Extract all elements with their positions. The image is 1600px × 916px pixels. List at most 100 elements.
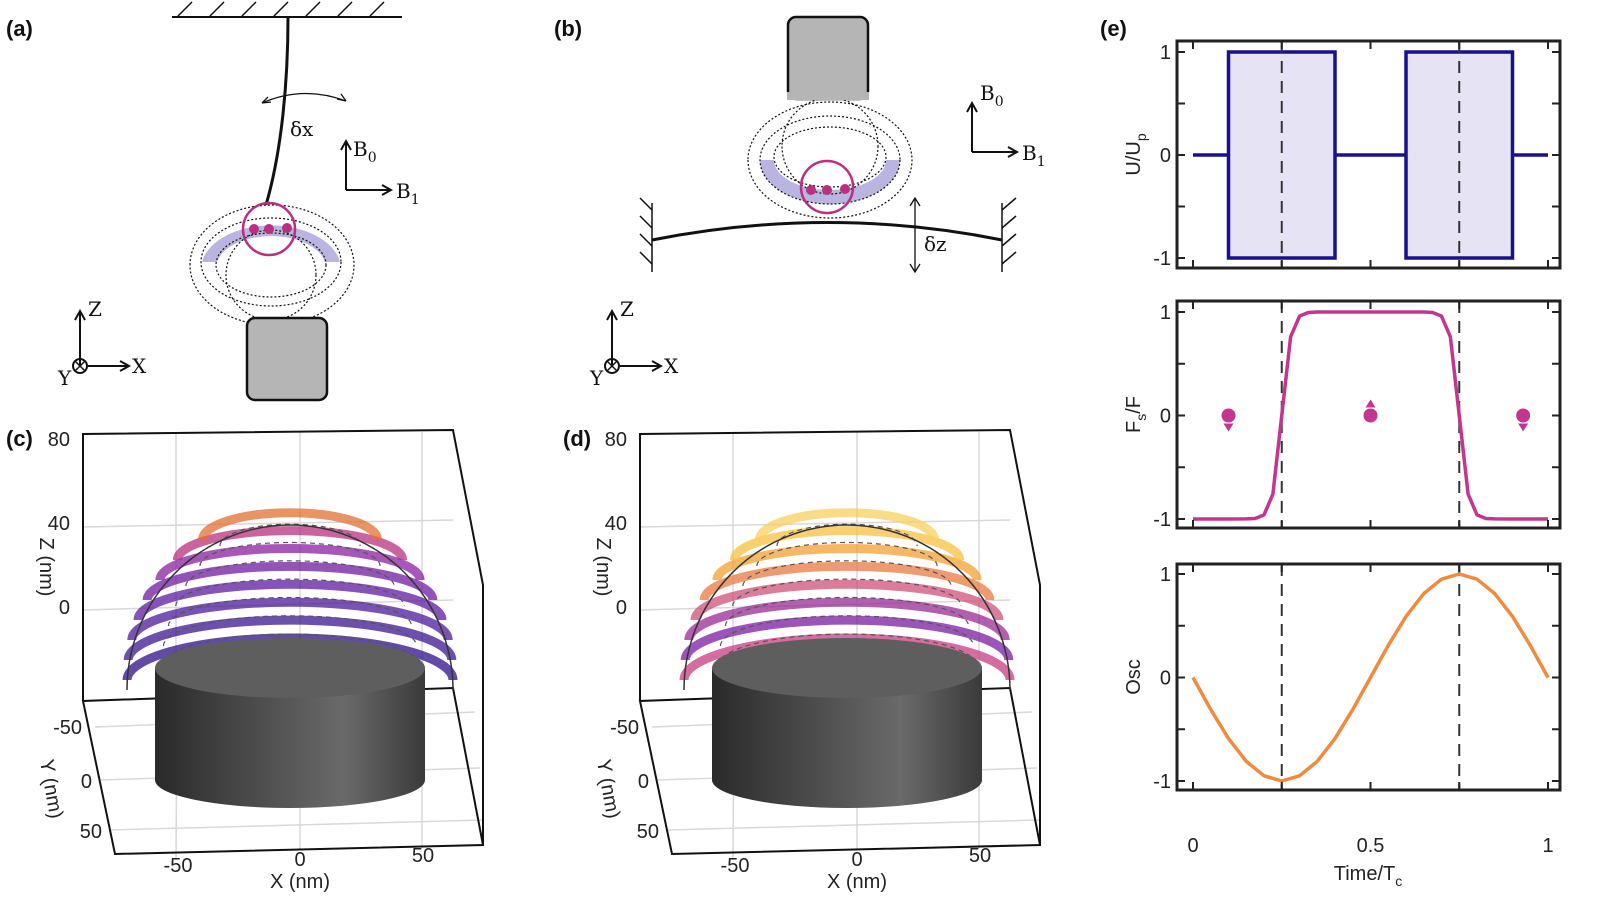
y-tick-label: 1 [1160,564,1171,586]
y-tick: 50 [637,821,659,843]
plot-frame [1175,562,1562,792]
grid-line [639,519,1011,528]
x-axis-label: Time/Tc [1334,863,1402,889]
dashed-contour [162,615,418,647]
subplot-1: 1 0 -1 U/Up [1123,39,1562,270]
x-tick-label: 0 [1187,835,1198,857]
x-axis-label: X (nm) [827,871,887,893]
dome-outline [126,524,454,691]
dashed-contour [159,633,421,667]
resonance-ring [729,526,965,561]
dashed-contour [724,596,970,627]
resonance-ring [684,597,1010,641]
series-line [1193,310,1548,521]
spin-marker [1516,408,1531,423]
z-tick: 40 [48,513,70,535]
series-line [1191,572,1550,783]
y-tick: 0 [638,771,649,793]
magnet-cylinder [155,668,425,808]
y-tick-label: 1 [1160,302,1171,324]
y-tick: -50 [53,717,82,739]
panel-label-a: (a) [6,16,33,41]
b0-label-b: B0 [980,81,1004,110]
grid-line [109,819,484,831]
y-tick-label: -1 [1153,509,1171,531]
y-tick-label: -1 [1153,771,1171,793]
z-tick: 80 [605,429,627,451]
axis-x-label-b: X [664,354,679,378]
x-tick: -50 [164,855,193,877]
resonance-ring [699,561,995,601]
y-axis-label-main: Osc [1123,659,1145,695]
axis-y-label-b: Y [589,366,604,390]
y-tick-label: 0 [1160,145,1171,167]
z-axis-label: Z (nm) [592,538,614,597]
spin-marker [1363,408,1378,423]
dashed-contour [776,523,918,547]
x-tick-label: 0.5 [1357,835,1385,857]
resonance-ring [712,544,982,581]
spin-ensemble-b [799,159,855,215]
b1-label: B1 [396,179,420,208]
dashed-contour [219,523,361,547]
cantilever-fiber [264,16,290,206]
cantilever-beam [651,221,1003,242]
panel-label: (c) [6,426,33,451]
grid-line [82,519,454,528]
resonance-ring [690,579,1004,621]
resonance-ring [142,561,438,601]
tip-edge [787,92,869,100]
y-tick: 50 [80,821,102,843]
dashed-contour [742,560,952,587]
coordinate-axes-a [72,308,132,374]
clamps-b [639,197,1017,272]
y-axis-label-tail: /F [1123,396,1145,414]
spin-ensemble-a [241,201,297,257]
x-axis-label-main: Time/T [1334,863,1395,885]
resonance-ring [127,597,453,641]
dashed-contour [716,633,978,667]
resonance-ring [155,544,425,581]
y-axis-label-main: U/U [1123,141,1145,175]
resonance-ring [123,615,457,661]
y-axis-label-sub: p [1133,133,1149,141]
y-axis-label: Y (nm) [35,758,67,821]
field-axes-a [340,138,394,196]
y-tick-label: 0 [1160,668,1171,690]
y-axis-label-sub: s [1133,414,1149,421]
spin-arrow-up [1365,399,1376,408]
dashed-contour [167,596,413,627]
resonance-ring [680,615,1014,661]
magnet-cylinder [712,668,982,808]
axis-z-label-b: Z [620,297,634,321]
dx-label: δx [290,117,314,141]
magnet-tip-a [245,316,329,402]
x-tick: 50 [969,845,991,867]
dome-outline [683,524,1011,691]
fixed-support [172,1,402,18]
y-tick: -50 [610,717,639,739]
dashed-contour [185,560,395,587]
axis-x-label: X [132,354,147,378]
dashed-contour [175,578,405,607]
y-axis-label: Fs/F [1123,396,1149,433]
resonance-slices-b [747,97,913,219]
dashed-contour [732,578,962,607]
y-axis-label: Osc [1123,659,1145,695]
panel-a: (a) δx B0 B1 Z X Y [6,1,420,402]
oscillation-arrow [261,92,347,104]
z-axis-label: Z (nm) [35,538,57,597]
x-tick: -50 [721,855,750,877]
grid-line [666,819,1041,831]
dashed-contour [719,615,975,647]
y-axis-label-main: F [1123,421,1145,433]
magnet-tip-b [786,15,870,101]
panel-b: (b) δz B0 B1 Z X Y [554,15,1046,390]
magnet-cylinder-top [712,638,982,698]
y-tick-label: 1 [1160,42,1171,64]
z-tick: 0 [616,597,627,619]
y-tick-label: -1 [1153,248,1171,270]
x-axis-label: X (nm) [270,871,330,893]
